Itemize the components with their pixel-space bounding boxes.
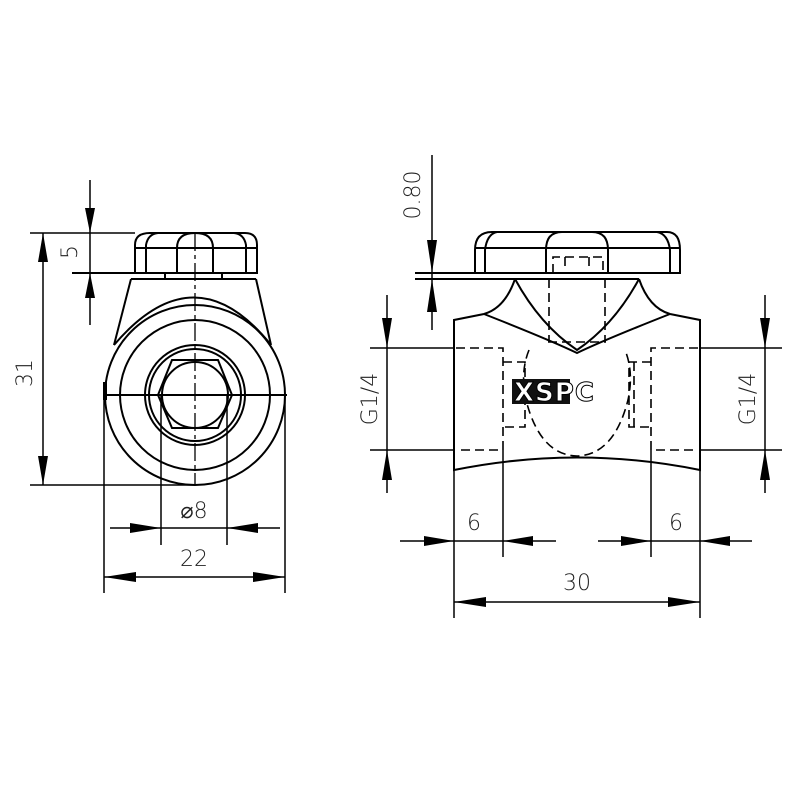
dim-label-5: 5	[58, 245, 83, 259]
dim-overall-height: 31	[13, 232, 195, 486]
front-view: XSPC 0.80 G1/4 G1/4	[358, 155, 782, 618]
brand-logo-text: XSPC	[514, 378, 595, 408]
side-body	[103, 233, 287, 486]
dim-label-31: 31	[13, 359, 38, 387]
xspc-logo: XSPC	[512, 378, 595, 409]
front-handle-knob	[415, 231, 681, 280]
dim-label-0-80: 0.80	[401, 171, 426, 220]
dim-label-diameter-8: ⌀8	[180, 499, 207, 524]
dim-handle-gap: 0.80	[401, 155, 437, 330]
front-body	[453, 278, 701, 472]
side-handle-knob	[72, 231, 258, 279]
dim-label-g1-4-left: G1/4	[358, 373, 383, 425]
dim-label-6-right: 6	[669, 511, 683, 536]
dim-overall-width: 22	[103, 395, 286, 593]
dim-thread-right: G1/4	[700, 295, 782, 493]
dim-thread-left: G1/4	[358, 295, 454, 493]
dim-label-30: 30	[563, 571, 591, 596]
dim-label-6-left: 6	[467, 511, 481, 536]
dim-label-g1-4-right: G1/4	[736, 373, 761, 425]
dim-bore-diameter: ⌀8	[110, 395, 280, 545]
side-view: 31 5 ⌀8 22	[13, 180, 287, 593]
dim-handle-height: 5	[58, 180, 95, 325]
dim-overall-length: 30	[454, 571, 700, 607]
dim-thread-depth-right: 6	[598, 450, 752, 618]
dim-label-22: 22	[180, 547, 208, 572]
dim-thread-depth-left: 6	[400, 450, 556, 618]
